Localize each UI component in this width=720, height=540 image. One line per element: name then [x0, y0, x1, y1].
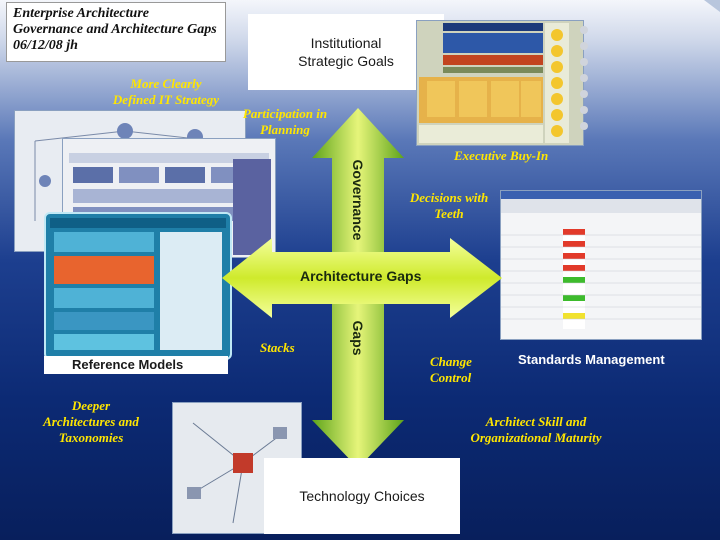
- topology-graphic: [187, 422, 287, 524]
- computing-infrastructure-thumbnail: [44, 212, 232, 360]
- caption-architect-skill: Architect Skill and Organizational Matur…: [470, 414, 602, 445]
- technology-choices-box: Technology Choices: [264, 458, 460, 534]
- architecture-gaps-label: Architecture Gaps: [300, 268, 422, 284]
- caption-decisions: Decisions with Teeth: [409, 190, 489, 221]
- technology-choices-label: Technology Choices: [299, 488, 425, 504]
- title-line-2: Governance and Architecture Gaps: [13, 22, 217, 37]
- title-line-1: Enterprise Architecture: [13, 6, 149, 21]
- scorecard-graphic: [417, 21, 583, 145]
- gear-icons-column: [580, 26, 588, 130]
- infrastructure-graphic: [50, 218, 226, 350]
- caption-more-clearly: More Clearly Defined IT Strategy: [112, 76, 220, 107]
- caption-participation: Participation in Planning: [242, 106, 328, 137]
- gaps-label: Gaps: [350, 320, 366, 356]
- standards-management-label: Standards Management: [518, 352, 665, 367]
- executive-scorecard-thumbnail: [416, 20, 584, 146]
- standards-spreadsheet-thumbnail: [500, 190, 702, 340]
- caption-deeper: Deeper Architectures and Taxonomies: [43, 398, 139, 445]
- reference-models-label: Reference Models: [72, 357, 184, 372]
- caption-stacks: Stacks: [260, 340, 295, 355]
- strategic-goals-label: Institutional Strategic Goals: [298, 35, 394, 69]
- strategic-goals-box: Institutional Strategic Goals: [248, 14, 444, 90]
- corner-fold-icon: [704, 0, 720, 12]
- title-line-3: 06/12/08 jh: [13, 38, 78, 53]
- spreadsheet-graphic: [501, 191, 701, 329]
- reference-models-label-box: Reference Models: [44, 356, 228, 374]
- governance-label: Governance: [350, 159, 366, 241]
- caption-executive-buy-in: Executive Buy-In: [454, 148, 549, 163]
- caption-change-control: Change Control: [430, 354, 472, 385]
- title-block: Enterprise Architecture Governance and A…: [6, 2, 226, 62]
- horizontal-arrow-shape: [222, 238, 502, 318]
